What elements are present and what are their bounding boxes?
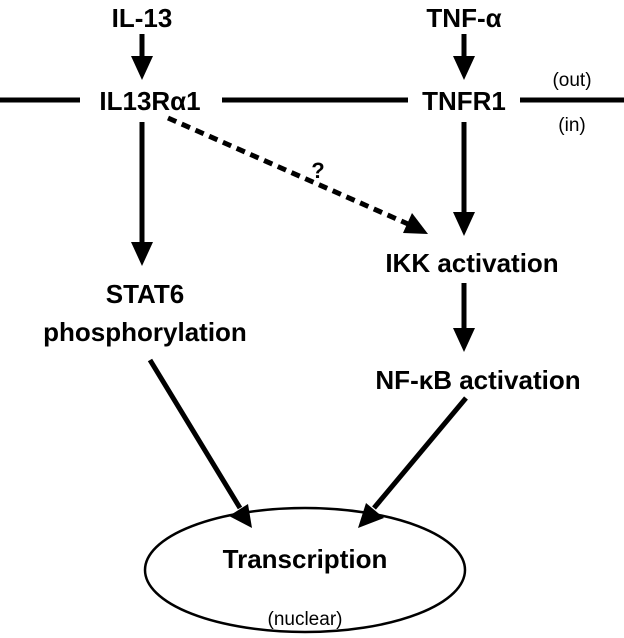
arrowhead-il13-to-receptor	[131, 56, 153, 80]
transcription-label: Transcription	[223, 544, 388, 574]
nfkb-activation-label: NF-κB activation	[375, 365, 580, 395]
arrowhead-tnfr1-to-ikk	[453, 212, 475, 236]
arrow-stat6-to-transcription	[147, 358, 243, 510]
il13ra1-label: IL13Rα1	[99, 86, 200, 116]
il13-label: IL-13	[112, 3, 173, 33]
question-mark: ?	[311, 158, 324, 183]
nuclear-label: (nuclear)	[268, 609, 343, 630]
phosphorylation-label: phosphorylation	[43, 317, 247, 347]
tnfa-label: TNF-α	[426, 3, 501, 33]
tnfr1-label: TNFR1	[422, 86, 506, 116]
arrowhead-receptor-to-stat6	[131, 242, 153, 266]
arrowhead-nfkb-to-transcription	[358, 503, 384, 528]
nucleus-ellipse	[143, 506, 467, 634]
arrowhead-tnfa-to-receptor	[453, 56, 475, 80]
arrowhead-dashed-to-ikk	[403, 213, 428, 234]
stat6-label: STAT6	[106, 279, 184, 309]
arrow-nfkb-to-transcription	[372, 396, 468, 510]
arrowhead-ikk-to-nfkb	[453, 328, 475, 352]
in-label: (in)	[558, 115, 585, 136]
ikk-activation-label: IKK activation	[385, 248, 558, 278]
out-label: (out)	[552, 70, 591, 91]
arrowhead-stat6-to-transcription	[229, 504, 252, 528]
dashed-arrow-receptor-to-ikk	[166, 115, 410, 227]
